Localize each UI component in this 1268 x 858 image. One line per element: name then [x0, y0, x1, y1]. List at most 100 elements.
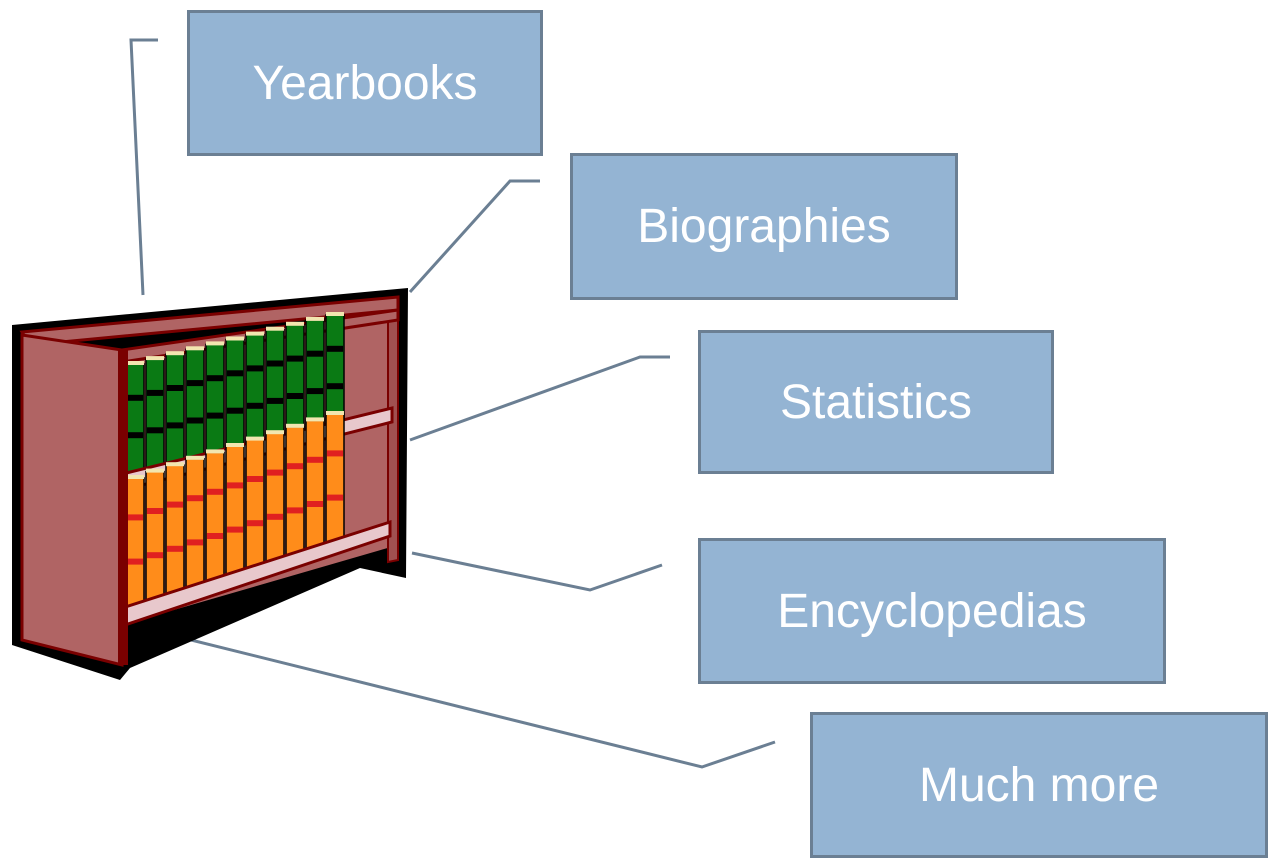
book-band: [287, 507, 303, 514]
book: [185, 458, 205, 590]
book-band: [127, 432, 143, 439]
book-band: [287, 355, 303, 362]
leader-line-biographies: [408, 179, 540, 294]
book-top: [246, 331, 264, 336]
book-band: [147, 552, 163, 559]
bookcase-icon: [12, 288, 408, 680]
book-band: [167, 501, 183, 508]
callout-label: Biographies: [637, 200, 891, 253]
book-band: [307, 501, 323, 507]
book: [305, 319, 325, 431]
callout-yearbooks: Yearbooks: [187, 10, 543, 156]
leader-line-statistics: [409, 355, 670, 442]
book: [305, 419, 325, 552]
book-band: [247, 520, 263, 527]
book-band: [287, 393, 303, 399]
book-top: [166, 351, 184, 356]
book: [165, 353, 185, 465]
book: [265, 328, 285, 441]
book-top: [306, 316, 324, 321]
book-top: [326, 312, 344, 316]
book: [145, 358, 165, 470]
book: [285, 426, 305, 558]
book: [325, 314, 345, 426]
book-band: [167, 385, 183, 391]
book: [165, 464, 185, 596]
book: [205, 451, 225, 584]
book-top: [206, 341, 224, 346]
book: [185, 348, 205, 461]
book-band: [327, 345, 343, 352]
book-band: [147, 427, 163, 434]
book: [125, 477, 145, 609]
book: [125, 363, 145, 475]
book-band: [147, 389, 163, 396]
book: [145, 470, 165, 603]
book-top: [226, 336, 244, 341]
book-top: [266, 326, 284, 331]
book-top: [146, 468, 164, 473]
book-top: [226, 443, 244, 447]
callout-label: Encyclopedias: [777, 584, 1087, 638]
book-band: [227, 526, 243, 533]
book: [245, 333, 265, 446]
book-band: [267, 360, 283, 367]
book: [325, 413, 345, 545]
book-top: [166, 462, 184, 467]
book-top: [186, 346, 204, 351]
callout-label: Yearbooks: [252, 56, 478, 110]
book-band: [307, 388, 323, 395]
book: [285, 324, 305, 436]
book-band: [247, 476, 263, 482]
leader-line-much-more: [174, 634, 776, 769]
book-top: [326, 411, 344, 415]
book-top: [266, 430, 284, 435]
callout-biographies: Biographies: [570, 153, 958, 300]
book-band: [227, 482, 243, 489]
book-band: [127, 558, 143, 565]
book-top: [126, 361, 144, 365]
book-band: [267, 513, 283, 520]
book-band: [187, 495, 203, 502]
book-top: [286, 423, 304, 428]
callout-label: Statistics: [779, 375, 973, 429]
book-top: [126, 475, 144, 479]
book: [205, 343, 225, 456]
book-band: [287, 463, 303, 470]
callout-label: Much more: [918, 758, 1160, 812]
book-top: [206, 449, 224, 454]
book-top: [146, 356, 164, 361]
book-band: [127, 514, 143, 521]
book-band: [307, 456, 323, 463]
book-band: [267, 397, 283, 404]
book-band: [147, 508, 163, 514]
book-band: [167, 545, 183, 552]
book-band: [227, 370, 243, 377]
leader-line-encyclopedias: [411, 551, 663, 592]
book-band: [327, 383, 343, 390]
book-band: [307, 350, 323, 357]
book-band: [167, 422, 183, 429]
callout-much-more: Much more: [810, 712, 1268, 858]
book: [265, 432, 285, 564]
book-band: [207, 488, 223, 495]
book-band: [207, 375, 223, 382]
callout-statistics: Statistics: [698, 330, 1054, 474]
book-band: [127, 394, 143, 401]
book-band: [187, 539, 203, 546]
book: [225, 445, 245, 577]
book-band: [267, 469, 283, 476]
book-band: [207, 412, 223, 419]
book-band: [207, 533, 223, 539]
book: [245, 438, 265, 571]
book-band: [187, 417, 203, 424]
leader-line-yearbooks: [129, 38, 158, 296]
book-top: [186, 455, 204, 460]
book-band: [247, 365, 263, 372]
book-band: [227, 407, 243, 414]
book-band: [327, 494, 343, 501]
book-band: [247, 402, 263, 409]
book-top: [306, 417, 324, 422]
book-band: [187, 380, 203, 387]
